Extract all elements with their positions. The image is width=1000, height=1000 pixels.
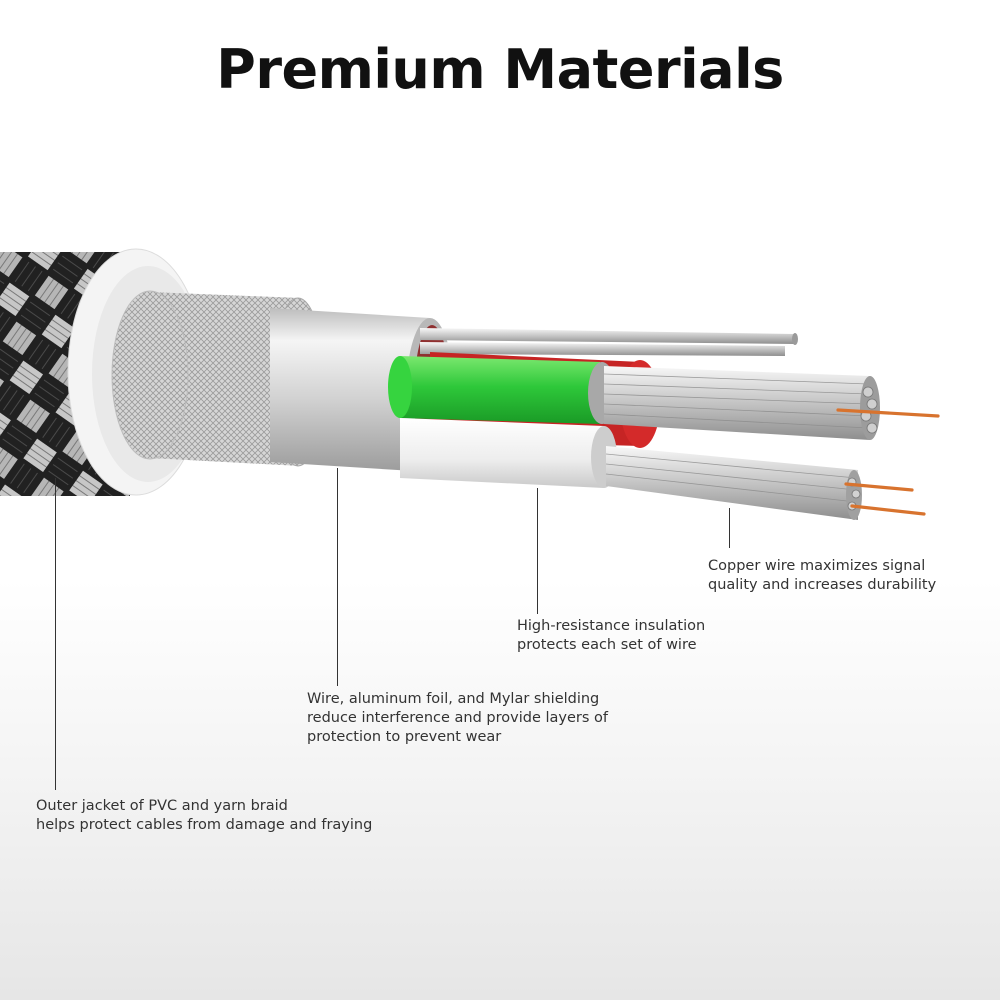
shielding-leader-line bbox=[337, 468, 338, 686]
jacket-caption: Outer jacket of PVC and yarn braid helps… bbox=[36, 798, 373, 833]
upper-wire-bundle bbox=[603, 366, 880, 440]
shielding-caption: Wire, aluminum foil, and Mylar shielding… bbox=[307, 691, 608, 745]
jacket-leader-line bbox=[55, 478, 56, 790]
copper-strands bbox=[836, 408, 940, 516]
white-insulator bbox=[400, 418, 604, 488]
insulation-caption: High-resistance insulation protects each… bbox=[517, 618, 706, 653]
page-title: Premium Materials bbox=[216, 38, 784, 101]
copper-leader-line bbox=[729, 508, 730, 548]
lower-wire-bundle bbox=[605, 446, 862, 520]
green-insulator bbox=[400, 356, 600, 424]
aluminum-foil bbox=[270, 308, 430, 472]
drain-wires bbox=[420, 328, 798, 356]
insulation-leader-line bbox=[537, 488, 538, 614]
copper-caption: Copper wire maximizes signal quality and… bbox=[708, 558, 937, 593]
